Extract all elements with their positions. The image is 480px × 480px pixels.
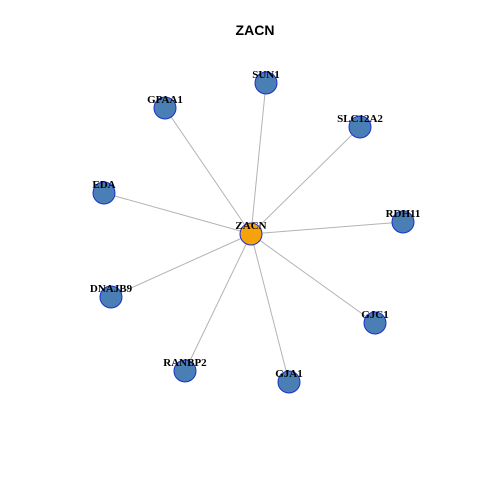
node-label: ZACN — [235, 220, 266, 232]
node-circle — [348, 115, 372, 139]
node-label: SLC12A2 — [337, 113, 383, 125]
edge-zacn-gjc1 — [250, 233, 376, 324]
node-gjc1: GJC1 — [361, 309, 389, 335]
node-circle — [153, 96, 177, 120]
node-circle — [363, 311, 387, 335]
node-circle — [391, 210, 415, 234]
edge-zacn-gpaa1 — [164, 107, 252, 235]
node-sun1: SUN1 — [252, 69, 280, 95]
node-label: RDH11 — [386, 208, 421, 220]
edge-zacn-dnajb9 — [110, 233, 252, 298]
edge-zacn-rdh11 — [250, 221, 404, 235]
node-circle — [254, 71, 278, 95]
node-circle — [239, 222, 263, 246]
node-dnajb9: DNAJB9 — [90, 283, 133, 309]
center-node: ZACN — [235, 220, 267, 246]
node-label: GJA1 — [275, 368, 303, 380]
node-label: SUN1 — [252, 69, 280, 81]
node-gja1: GJA1 — [275, 368, 303, 394]
node-circle — [173, 359, 197, 383]
node-label: DNAJB9 — [90, 283, 133, 295]
node-ranbp2: RANBP2 — [163, 357, 207, 383]
node-label: GPAA1 — [147, 94, 183, 106]
node-rdh11: RDH11 — [386, 208, 421, 234]
edges-layer — [103, 82, 404, 383]
node-gpaa1: GPAA1 — [147, 94, 183, 120]
node-slc12a2: SLC12A2 — [337, 113, 383, 139]
edge-zacn-slc12a2 — [250, 126, 361, 235]
node-circle — [92, 181, 116, 205]
node-label: RANBP2 — [163, 357, 207, 369]
edge-zacn-sun1 — [250, 82, 267, 235]
edge-zacn-eda — [103, 192, 252, 235]
node-eda: EDA — [92, 179, 116, 205]
edge-zacn-ranbp2 — [184, 233, 252, 372]
node-circle — [277, 370, 301, 394]
node-label: GJC1 — [361, 309, 389, 321]
node-label: EDA — [92, 179, 115, 191]
diagram-title: ZACN — [236, 22, 275, 38]
node-circle — [99, 285, 123, 309]
edge-zacn-gja1 — [250, 233, 290, 383]
